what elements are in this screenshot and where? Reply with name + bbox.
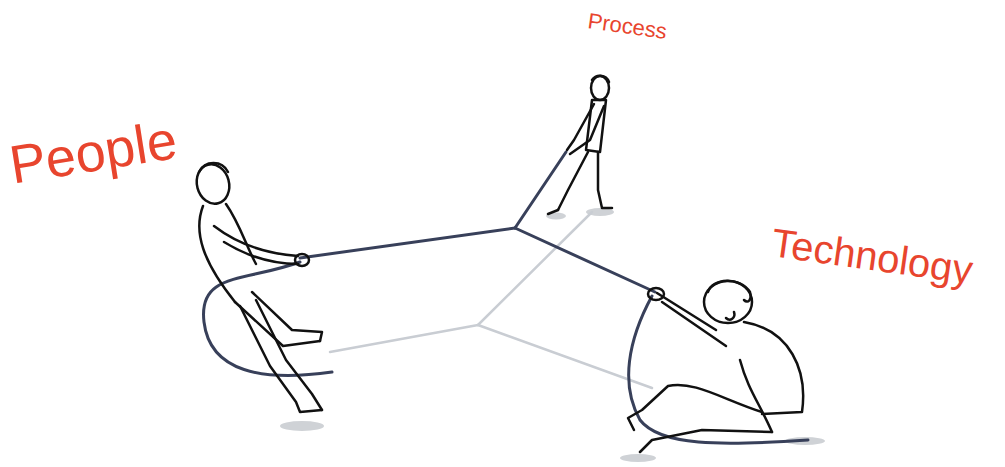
floor-shadows-stroke bbox=[620, 454, 656, 462]
process-figure-stroke bbox=[592, 76, 609, 82]
people-figure bbox=[192, 161, 322, 412]
process-figure-stroke bbox=[598, 152, 612, 208]
rope-shadow-stroke bbox=[478, 325, 652, 388]
people-figure-stroke bbox=[256, 300, 322, 410]
people-figure-stroke bbox=[224, 242, 298, 264]
people-figure-stroke bbox=[199, 206, 235, 302]
technology-figure-stroke bbox=[640, 430, 772, 452]
rope bbox=[203, 152, 808, 443]
technology-figure-stroke bbox=[628, 385, 762, 430]
process-figure-stroke bbox=[548, 210, 558, 214]
people-figure-stroke bbox=[240, 306, 322, 412]
label-text: Process bbox=[586, 10, 668, 43]
technology-figure-stroke bbox=[726, 312, 734, 320]
process-figure-stroke bbox=[591, 76, 609, 100]
technology-figure-stroke bbox=[744, 322, 803, 414]
label-text: Technology bbox=[769, 222, 975, 290]
technology-figure-stroke bbox=[740, 360, 772, 432]
technology-figure-stroke bbox=[648, 288, 664, 300]
people-figure-stroke bbox=[252, 292, 322, 341]
people-figure-stroke bbox=[295, 254, 309, 266]
technology-figure-stroke bbox=[657, 293, 716, 330]
label-text: People bbox=[6, 112, 181, 192]
process-figure bbox=[548, 76, 612, 214]
process-figure-stroke bbox=[567, 104, 594, 150]
technology-figure-stroke bbox=[704, 281, 752, 323]
rope-shadow-stroke bbox=[478, 212, 592, 325]
rope-stroke bbox=[629, 296, 808, 443]
people-figure-stroke bbox=[199, 163, 228, 172]
rope-shadow-stroke bbox=[330, 325, 478, 352]
people-figure-stroke bbox=[214, 226, 298, 256]
floor-shadows bbox=[280, 208, 825, 462]
floor-shadows-stroke bbox=[280, 421, 324, 431]
process-figure-stroke bbox=[558, 152, 588, 210]
rope-stroke bbox=[203, 262, 332, 375]
technology-figure-stroke bbox=[708, 281, 751, 302]
rope-stroke bbox=[515, 228, 655, 292]
rope-stroke bbox=[300, 228, 515, 258]
rope-shadow bbox=[330, 212, 652, 388]
process-figure-stroke bbox=[570, 106, 604, 154]
rope-stroke bbox=[515, 152, 566, 228]
technology-figure-stroke bbox=[662, 302, 726, 346]
technology-figure bbox=[628, 281, 803, 452]
people-figure-stroke bbox=[192, 161, 233, 208]
